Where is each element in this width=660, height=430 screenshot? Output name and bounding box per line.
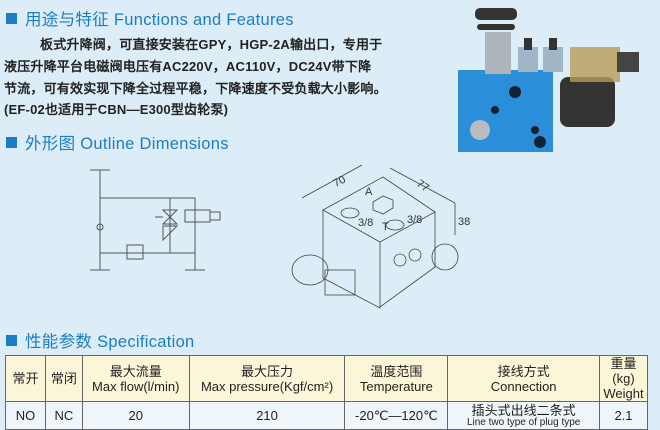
cell-weight: 2.1	[598, 401, 649, 430]
cell-no: NO	[5, 401, 46, 430]
svg-text:T: T	[382, 221, 389, 233]
cell-temperature: -20℃—120℃	[344, 401, 449, 430]
features-heading: 用途与特征 Functions and Features	[6, 6, 294, 30]
bullet-square-icon	[6, 334, 17, 346]
cell-flow: 20	[81, 401, 190, 430]
svg-text:3/8: 3/8	[358, 217, 373, 229]
header-no: 常开	[5, 355, 46, 402]
svg-text:70: 70	[331, 174, 347, 190]
spec-heading: 性能参数 Specification	[6, 328, 195, 352]
svg-text:A: A	[365, 186, 373, 198]
bullet-square-icon	[6, 136, 17, 148]
header-nc: 常闭	[44, 355, 83, 402]
features-line: 板式升降阀，可直接安装在GPY，HGP-2A输出口，专用于	[40, 37, 383, 52]
bullet-square-icon	[6, 12, 17, 24]
cell-nc: NC	[44, 401, 83, 430]
features-line: 液压升降平台电磁阀电压有AC220V，AC110V，DC24V带下降	[4, 59, 372, 74]
cell-pressure: 210	[188, 401, 346, 430]
svg-text:3/8: 3/8	[407, 214, 422, 226]
outline-heading: 外形图 Outline Dimensions	[6, 130, 229, 154]
svg-text:77: 77	[414, 178, 431, 195]
header-weight: 重量(kg)Weight	[598, 355, 649, 402]
outline-drawing: 70 77 38 A T 3/8 3/8	[291, 164, 470, 309]
hydraulic-schematic	[90, 169, 221, 271]
features-line: (EF-02也适用于CBN—E300型齿轮泵)	[4, 102, 229, 117]
svg-text:38: 38	[458, 216, 470, 228]
features-line: 节流，可有效实现下降全过程平稳，下降速度不受负载大小影响。	[4, 81, 387, 96]
product-photo	[458, 8, 639, 152]
